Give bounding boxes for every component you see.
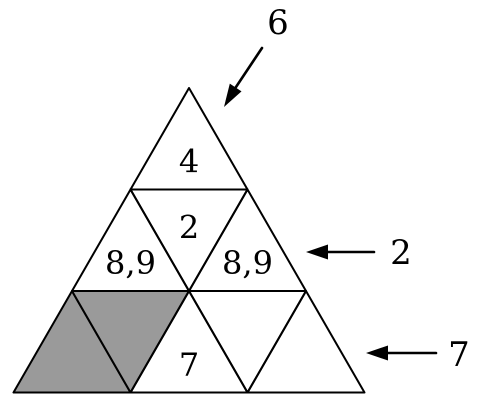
triangle-cell xyxy=(246,290,366,394)
cell-value: 8,9 xyxy=(105,244,156,282)
clue-layer: 6 2 7 xyxy=(224,3,470,375)
triangle-cell: 4 xyxy=(129,87,249,191)
triangle-cell-outline xyxy=(246,290,366,394)
puzzle-grid: 4 8,9 2 8,9 7 xyxy=(12,87,366,394)
clue-diagonal-arrow-icon xyxy=(224,46,264,107)
clue-diagonal-label: 6 xyxy=(267,3,289,43)
cell-value: 2 xyxy=(179,208,199,246)
clue-row3-label: 7 xyxy=(448,335,470,375)
cell-value: 7 xyxy=(179,346,199,384)
clue-row2-arrow-icon xyxy=(306,244,376,260)
clue-row3-arrow-icon xyxy=(366,345,438,361)
triangle-cell-outline xyxy=(188,290,307,394)
cell-value: 4 xyxy=(179,143,199,181)
triangle-cell: 8,9 xyxy=(71,188,190,292)
triangle-cell xyxy=(188,290,307,394)
clue-row2-label: 2 xyxy=(390,233,412,273)
cell-value: 8,9 xyxy=(222,244,273,282)
triangle-cell: 8,9 xyxy=(188,188,307,292)
